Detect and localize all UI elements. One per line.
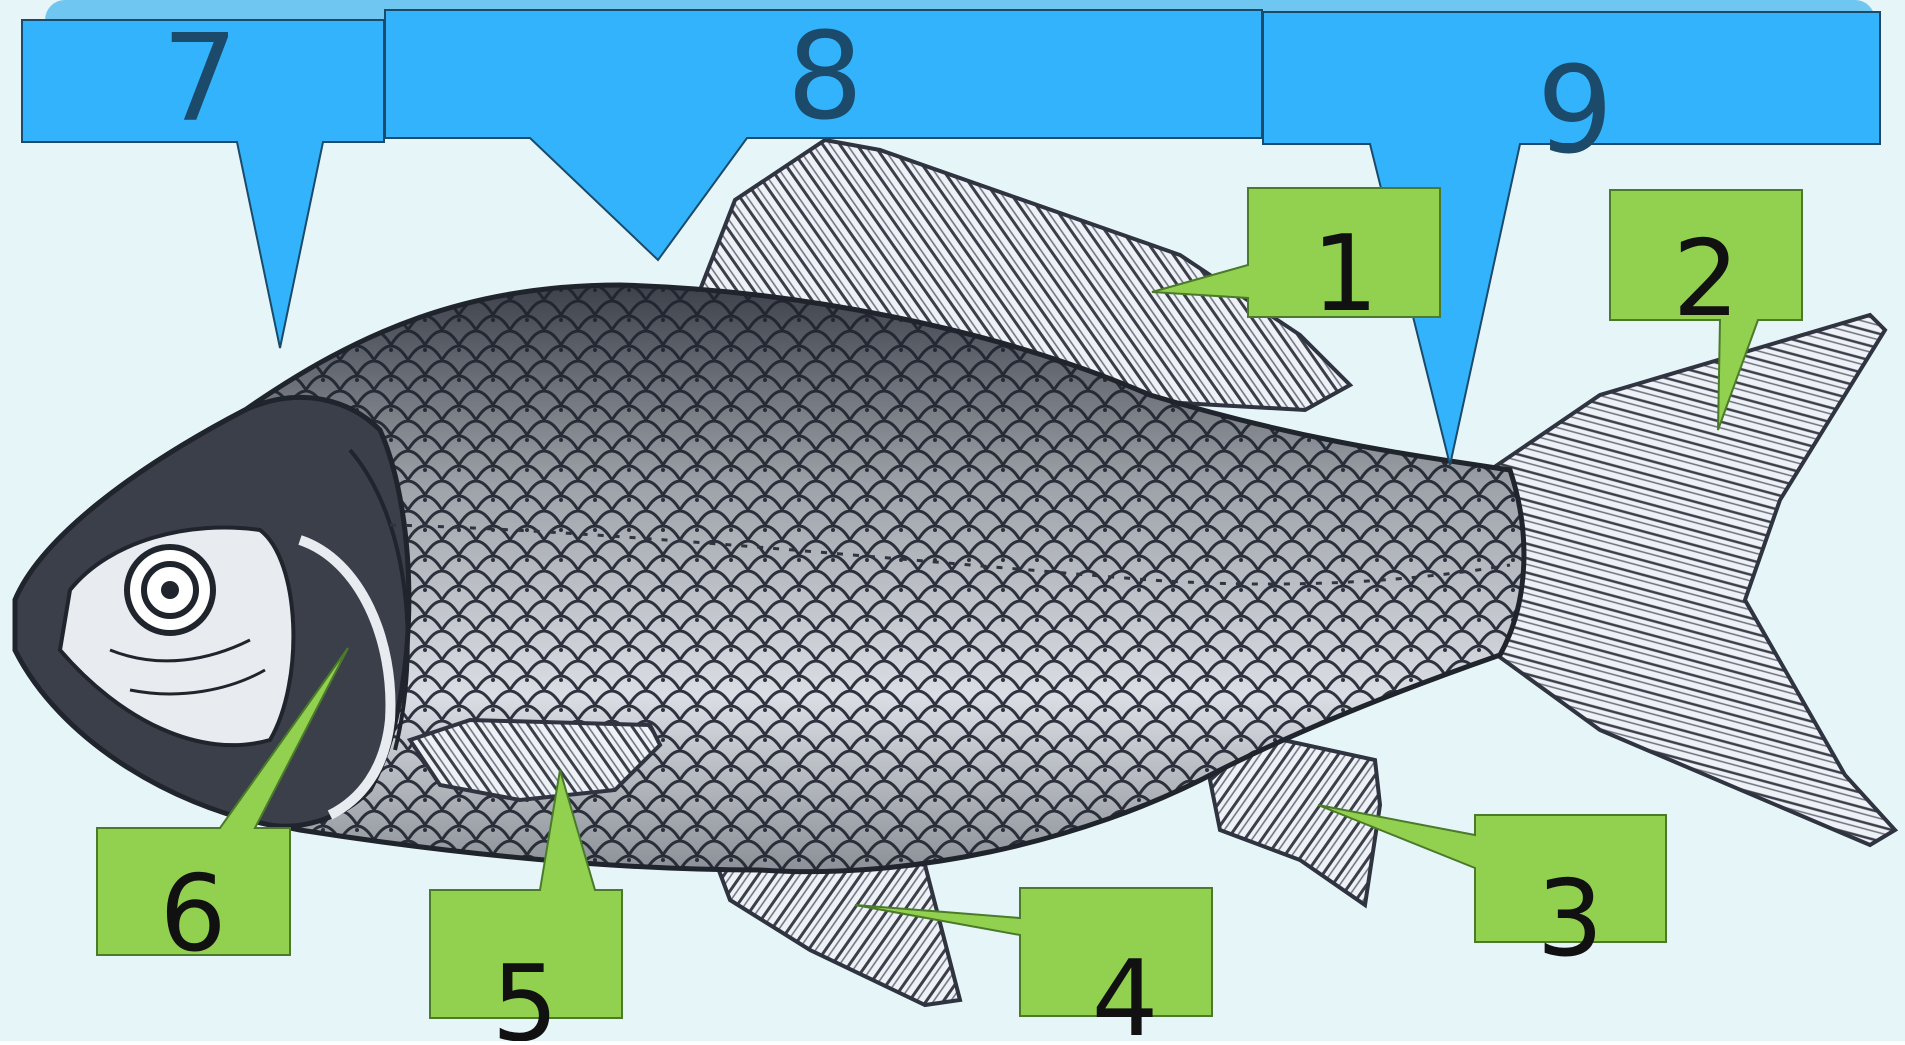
part-label-4: 4 (1092, 938, 1159, 1041)
part-label-1: 1 (1312, 213, 1379, 335)
part-label-2: 2 (1673, 218, 1740, 340)
region-label-8: 8 (787, 8, 863, 147)
region-label-9: 9 (1537, 42, 1613, 181)
fish-eye (127, 547, 213, 633)
part-label-3: 3 (1537, 858, 1604, 980)
part-label-5: 5 (492, 943, 559, 1041)
part-label-6: 6 (160, 853, 227, 975)
region-label-7: 7 (162, 10, 238, 149)
